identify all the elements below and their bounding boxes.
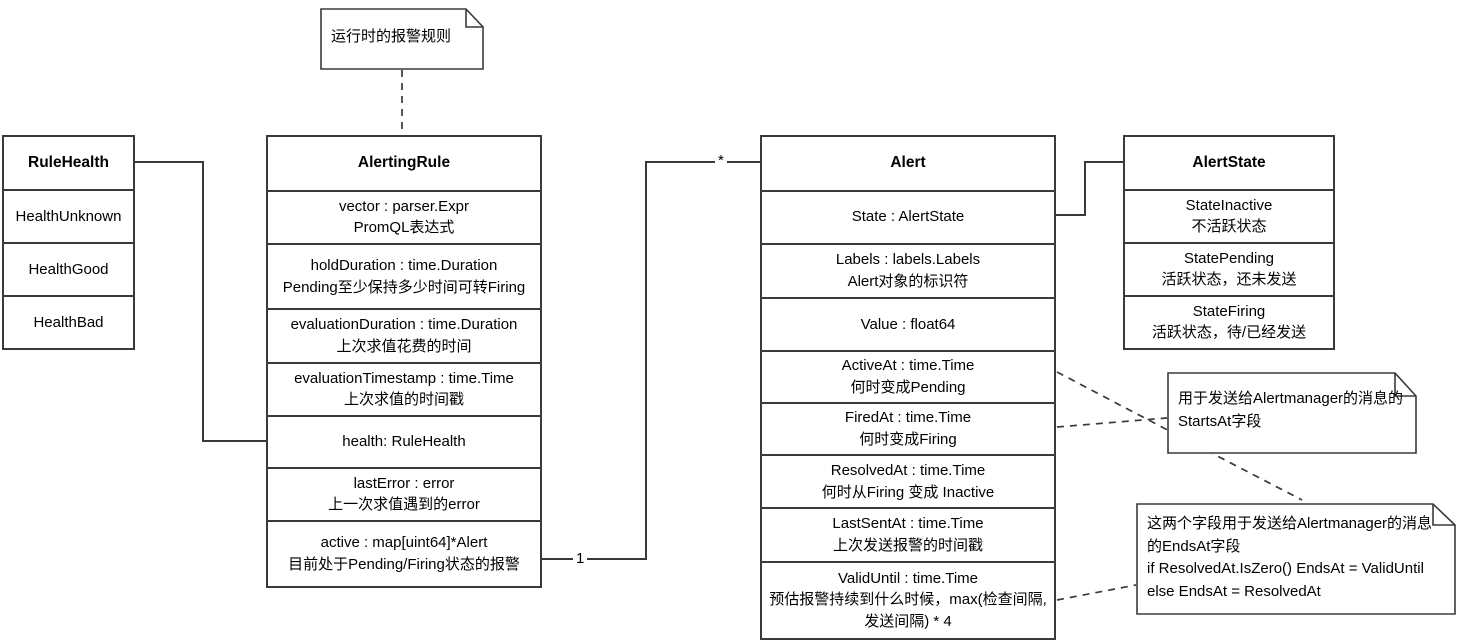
class-alertingrule-row-holdduration: holdDuration : time.Duration Pending至少保持… [268,243,540,308]
class-alertingrule-row-evaluationtimestamp: evaluationTimestamp : time.Time 上次求值的时间戳 [268,361,540,415]
field-desc: 目前处于Pending/Firing状态的报警 [288,555,520,573]
field-name: ResolvedAt : time.Time [830,462,986,479]
connector-validuntil-to-endsat-note [1056,584,1137,601]
field-name: evaluationTimestamp : time.Time [294,369,514,387]
note-shape [320,8,484,70]
class-alertstate-row-firing: StateFiring 活跃状态，待/已经发送 [1125,294,1333,348]
class-alert-row-state: State : AlertState [762,189,1054,244]
class-alert-row-value: Value : float64 [762,296,1054,351]
class-alertingrule-row-active: active : map[uint64]*Alert 目前处于Pending/F… [268,519,540,586]
class-rulehealth-row-0: HealthUnknown [4,188,133,242]
field-desc: 不活跃状态 [1191,218,1267,236]
connector-alertingrule-to-alert [542,161,760,560]
field-name: HealthUnknown [15,207,122,225]
field-name: StateInactive [1185,196,1273,214]
field-desc: 何时从Firing 变成 Inactive [821,483,995,501]
field-name: Labels : labels.Labels [835,251,981,269]
class-alertingrule-title: AlertingRule [357,154,451,172]
field-name: Value : float64 [860,315,956,333]
class-alertingrule-row-vector: vector : parser.Expr PromQL表达式 [268,189,540,244]
note-runtime-alert-rule-text: 运行时的报警规则 [331,28,452,45]
field-name: health: RuleHealth [342,432,466,450]
field-desc: 上次求值的时间戳 [343,391,464,409]
class-rulehealth-title: RuleHealth [28,153,109,171]
class-alert: Alert State : AlertState Labels : labels… [760,135,1056,640]
note-endsat-field: 这两个字段用于发送给Alertmanager的消息的EndsAt字段 if Re… [1136,503,1456,615]
class-rulehealth-row-1: HealthGood [4,241,133,295]
field-desc: 上次发送报警的时间戳 [832,536,983,554]
field-name: StatePending [1183,249,1275,267]
field-name: vector : parser.Expr [338,197,470,215]
field-desc: Alert对象的标识符 [847,272,969,290]
field-name: evaluationDuration : time.Duration [290,316,518,334]
connector-firedat-to-startsat-note [1056,417,1168,428]
connector-alert-to-alertstate [1055,161,1123,216]
multiplicity-alertingrule: 1 [573,551,588,566]
class-rulehealth-row-2: HealthBad [4,294,133,348]
note-startsat-field-text: 用于发送给Alertmanager的消息的StartsAt字段 [1178,390,1404,430]
note-endsat-field-text: 这两个字段用于发送给Alertmanager的消息的EndsAt字段 if Re… [1147,515,1433,600]
field-name: active : map[uint64]*Alert [320,534,488,552]
field-desc: 活跃状态，还未发送 [1161,271,1297,289]
class-alertstate-row-inactive: StateInactive 不活跃状态 [1125,188,1333,242]
class-alert-row-validuntil: ValidUntil : time.Time 预估报警持续到什么时候，max(检… [762,560,1054,638]
class-alertstate-title: AlertState [1192,153,1266,171]
field-desc: 预估报警持续到什么时候，max(检查间隔, 发送间隔) * 4 [769,591,1047,631]
class-alert-row-activeat: ActiveAt : time.Time 何时变成Pending [762,350,1054,402]
field-name: lastError : error [353,474,455,492]
note-startsat-field: 用于发送给Alertmanager的消息的StartsAt字段 [1167,372,1417,454]
field-desc: 何时变成Firing [859,431,957,449]
field-name: ActiveAt : time.Time [841,357,975,375]
class-alert-title: Alert [890,154,926,172]
field-desc: PromQL表达式 [353,219,455,237]
note-runtime-alert-rule: 运行时的报警规则 [320,8,484,70]
class-alert-row-firedat: FiredAt : time.Time 何时变成Firing [762,401,1054,455]
class-alert-row-lastsentat: LastSentAt : time.Time 上次发送报警的时间戳 [762,507,1054,561]
note-shape [1136,503,1456,615]
class-alertingrule-row-evaluationduration: evaluationDuration : time.Duration 上次求值花… [268,308,540,362]
class-alertingrule: AlertingRule vector : parser.Expr PromQL… [266,135,542,588]
field-desc: 上次求值花费的时间 [336,338,472,356]
class-alertstate: AlertState StateInactive 不活跃状态 StatePend… [1123,135,1335,350]
field-desc: Pending至少保持多少时间可转Firing [282,278,526,296]
field-desc: 何时变成Pending [850,379,966,397]
field-desc: 上一次求值遇到的error [328,496,480,514]
field-name: StateFiring [1192,302,1266,320]
field-desc: 活跃状态，待/已经发送 [1151,324,1307,342]
field-name: HealthGood [28,260,109,278]
multiplicity-alert: * [715,153,727,168]
field-name: HealthBad [33,313,104,331]
class-alertingrule-row-lasterror: lastError : error 上一次求值遇到的error [268,467,540,520]
class-rulehealth: RuleHealth HealthUnknown HealthGood Heal… [2,135,135,350]
class-alertingrule-row-health: health: RuleHealth [268,414,540,468]
class-alertstate-row-pending: StatePending 活跃状态，还未发送 [1125,241,1333,295]
note-shape [1167,372,1417,454]
class-alert-row-labels: Labels : labels.Labels Alert对象的标识符 [762,243,1054,297]
connector-rulehealth-to-alertingrule [135,161,266,442]
field-name: State : AlertState [851,208,965,226]
field-name: holdDuration : time.Duration [310,257,498,274]
field-name: ValidUntil : time.Time [837,569,979,587]
class-alert-row-resolvedat: ResolvedAt : time.Time 何时从Firing 变成 Inac… [762,454,1054,507]
field-name: LastSentAt : time.Time [832,515,984,533]
field-name: FiredAt : time.Time [844,409,972,427]
